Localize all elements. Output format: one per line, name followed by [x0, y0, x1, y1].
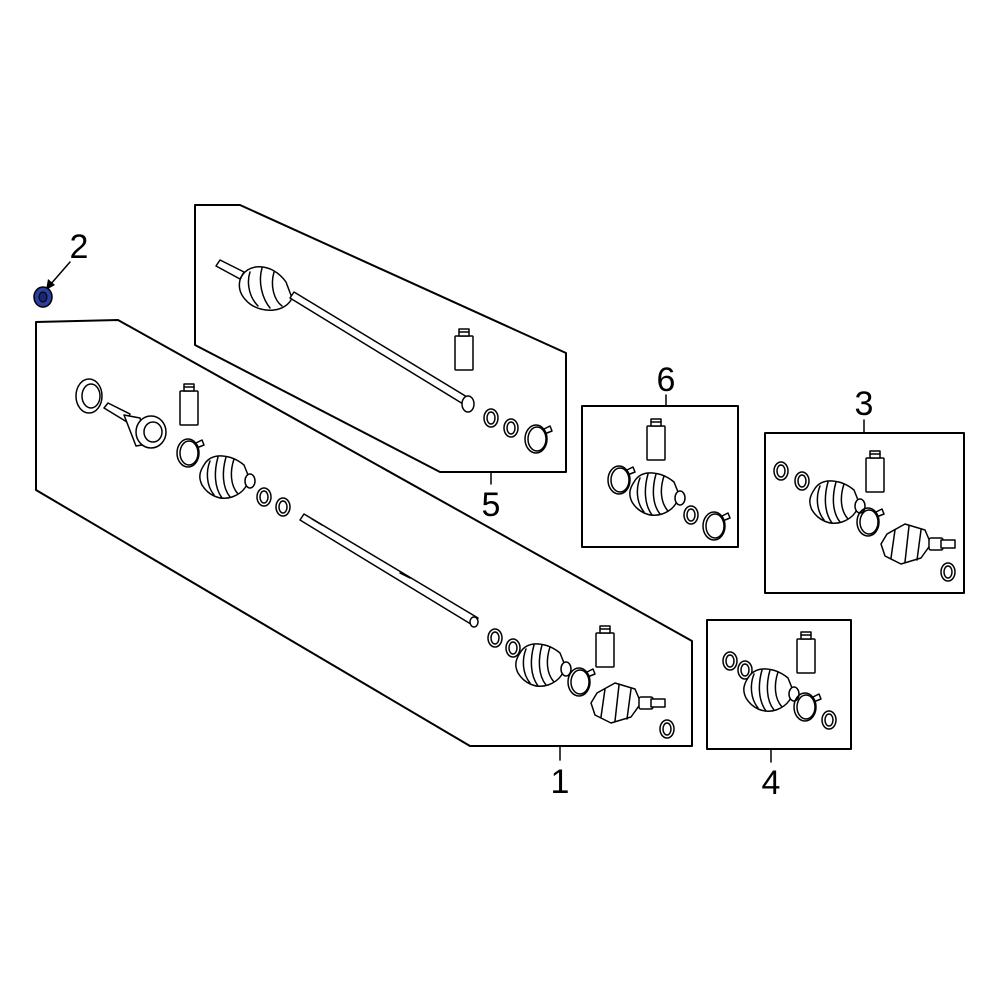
group-5-shaft-assembly: 5: [194, 204, 567, 524]
nut-part: [33, 286, 53, 308]
group-6-outline: [581, 405, 739, 548]
group-1-axle-assembly: 1: [35, 319, 693, 801]
group-3-parts: [773, 450, 956, 582]
callout-5-label: 5: [482, 486, 501, 524]
group-6-boot-kit: 6: [581, 361, 739, 548]
group-3-outline: [764, 432, 965, 594]
callout-2-arrow-line: [49, 261, 71, 286]
group-6-parts: [607, 418, 731, 541]
group-1-parts: [75, 378, 675, 739]
group-4-outline: [706, 619, 852, 750]
group-3-joint-kit: 3: [764, 385, 965, 594]
group-4-parts: [722, 631, 837, 730]
callout-2-arrowhead: [46, 279, 55, 290]
callout-2: 2: [33, 228, 89, 308]
group-5-parts: [215, 259, 553, 454]
callout-3-label: 3: [855, 385, 874, 423]
group-5-outline: [194, 204, 567, 473]
callout-4-label: 4: [762, 764, 781, 802]
callout-1-label: 1: [551, 763, 570, 801]
group-1-outline: [35, 319, 693, 747]
callout-2-label: 2: [70, 228, 89, 266]
group-4-boot-kit: 4: [706, 619, 852, 802]
callout-6-label: 6: [657, 361, 676, 399]
